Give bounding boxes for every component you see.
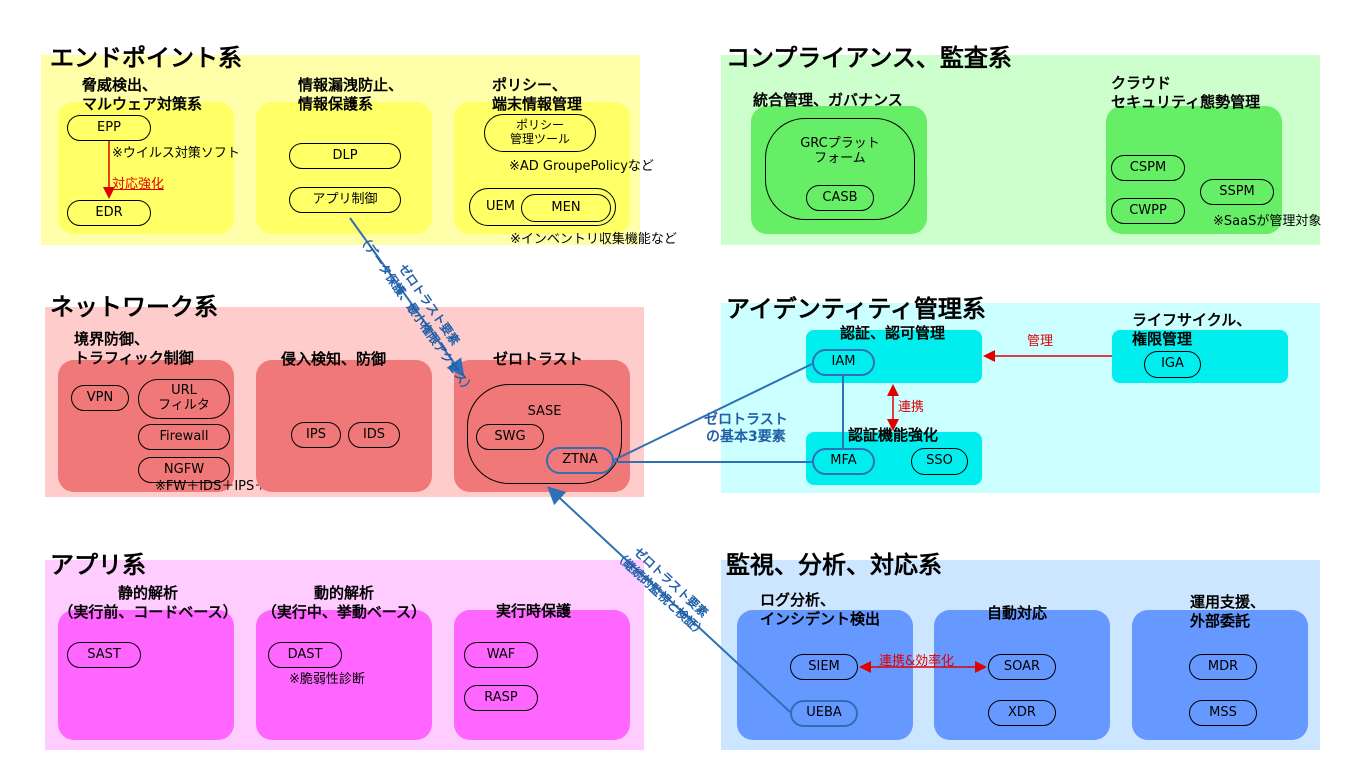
inventory-note: ※インベントリ収集機能など (510, 232, 677, 247)
ztna-node[interactable]: ZTNA (546, 447, 614, 474)
identity-title: アイデンティティ管理系 (726, 295, 986, 323)
edr-node[interactable]: EDR (67, 200, 151, 226)
monitor-group-log-label: ログ分析、 インシデント検出 (760, 591, 881, 628)
sspm-note: ※SaaSが管理対象 (1213, 214, 1322, 229)
mfa-node[interactable]: MFA (812, 448, 875, 475)
vpn-node[interactable]: VPN (71, 385, 129, 411)
identity-group-lifecycle-label: ライフサイクル、 権限管理 (1132, 311, 1252, 348)
app-group-static-label: 静的解析 （実行前、コードベース） (58, 584, 238, 621)
ngfw-node[interactable]: NGFW (138, 457, 230, 483)
siem-node[interactable]: SIEM (790, 654, 858, 680)
network-group-zerotrust-label: ゼロトラスト (493, 350, 583, 368)
monitor-group-auto-label: 自動対応 (987, 604, 1048, 622)
waf-node[interactable]: WAF (464, 642, 538, 668)
uem-label: UEM (486, 198, 515, 214)
grc-platform-node[interactable]: GRCプラット フォーム (765, 118, 915, 220)
compliance-group-cloud-label: クラウド セキュリティ態勢管理 (1111, 74, 1261, 111)
url-filter-node[interactable]: URL フィルタ (138, 379, 230, 419)
ips-node[interactable]: IPS (291, 422, 341, 448)
endpoint-group-threat-label: 脅威検出、 マルウェア対策系 (82, 76, 203, 113)
grc-platform-label: GRCプラット フォーム (800, 136, 880, 166)
app-title: アプリ系 (50, 551, 146, 579)
app-group-dynamic (256, 610, 432, 740)
endpoint-group-policy-label: ポリシー、 端末情報管理 (492, 76, 583, 113)
cwpp-node[interactable]: CWPP (1111, 198, 1185, 224)
mdr-node[interactable]: MDR (1189, 654, 1257, 680)
dast-node[interactable]: DAST (268, 642, 342, 668)
rasp-node[interactable]: RASP (464, 685, 538, 711)
uem-container[interactable]: UEM (469, 188, 616, 226)
monitor-title: 監視、分析、対応系 (726, 551, 942, 579)
dlp-node[interactable]: DLP (289, 143, 401, 169)
cspm-node[interactable]: CSPM (1111, 155, 1185, 181)
mss-node[interactable]: MSS (1189, 700, 1257, 726)
identity-group-lifecycle (1112, 330, 1288, 383)
monitor-group-ops-label: 運用支援、 外部委託 (1190, 593, 1266, 630)
iam-node[interactable]: IAM (812, 349, 875, 376)
men-node[interactable]: MEN (521, 194, 611, 222)
network-title: ネットワーク系 (50, 293, 218, 321)
sase-label: SASE (527, 404, 562, 419)
sso-node[interactable]: SSO (911, 448, 968, 475)
manage-arrow-label: 管理 (1027, 334, 1054, 349)
identity-group-authz-label: 認証、認可管理 (840, 324, 946, 342)
xdr-node[interactable]: XDR (988, 700, 1056, 726)
policy-tool-node[interactable]: ポリシー 管理ツール (484, 114, 596, 152)
siem-soar-arrow-label: 連携&効率化 (879, 654, 955, 669)
network-group-perimeter-label: 境界防御、 トラフィック制御 (74, 330, 194, 367)
casb-node[interactable]: CASB (806, 185, 874, 211)
edr-arrow-label: 対応強化 (112, 177, 165, 192)
swg-node[interactable]: SWG (476, 424, 544, 450)
endpoint-group-dlp-label: 情報漏洩防止、 情報保護系 (298, 76, 404, 113)
app-group-dynamic-label: 動的解析 （実行中、挙動ベース） (261, 584, 427, 621)
ngfw-note: ※FW＋IDS＋IPS＋α (155, 479, 276, 494)
firewall-node[interactable]: Firewall (138, 424, 230, 450)
app-group-runtime (454, 610, 630, 740)
epp-note: ※ウイルス対策ソフト (112, 146, 240, 161)
iga-node[interactable]: IGA (1144, 351, 1201, 378)
ueba-node[interactable]: UEBA (790, 700, 858, 727)
sspm-node[interactable]: SSPM (1200, 179, 1274, 205)
network-group-ips-label: 侵入検知、防御 (281, 350, 387, 368)
epp-node[interactable]: EPP (67, 115, 151, 141)
soar-node[interactable]: SOAR (988, 654, 1056, 680)
endpoint-title: エンドポイント系 (50, 44, 242, 72)
zerotrust-core-label: ゼロトラスト の基本3要素 (704, 412, 788, 445)
app-group-static (58, 610, 234, 740)
app-group-runtime-label: 実行時保護 (496, 602, 572, 620)
network-group-ips (256, 360, 432, 492)
identity-group-mfa-label: 認証機能強化 (848, 426, 939, 444)
app-control-node[interactable]: アプリ制御 (289, 187, 401, 213)
ids-node[interactable]: IDS (348, 422, 400, 448)
compliance-group-governance-label: 統合管理、ガバナンス (753, 91, 903, 109)
compliance-title: コンプライアンス、監査系 (726, 44, 1012, 72)
policy-note: ※AD GroupePolicyなど (509, 159, 654, 174)
link-arrow-label: 連携 (898, 400, 925, 415)
dast-note: ※脆弱性診断 (289, 672, 365, 687)
sast-node[interactable]: SAST (67, 642, 141, 668)
